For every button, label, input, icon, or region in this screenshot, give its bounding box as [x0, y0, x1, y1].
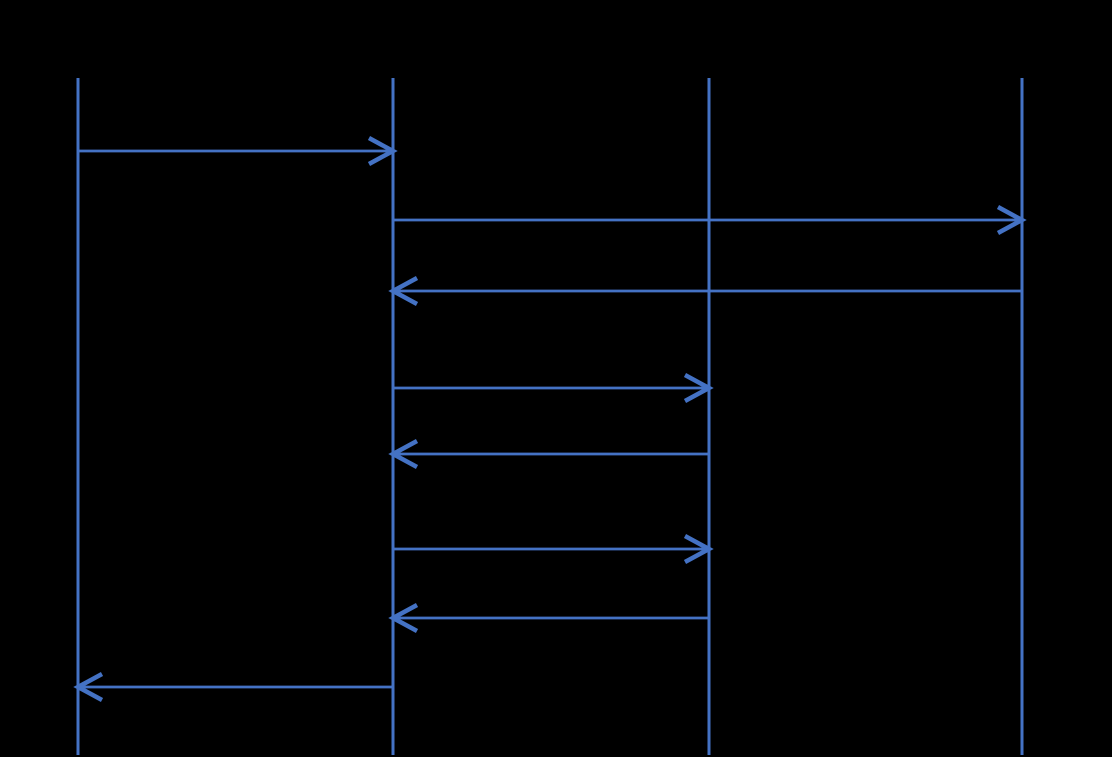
message-1-arrowhead-icon [367, 136, 398, 166]
message-4-arrowhead-icon [683, 373, 714, 403]
message-6-arrowhead-icon [683, 534, 714, 564]
message-7-arrowhead-icon [388, 603, 419, 633]
message-5-arrowhead-icon [388, 439, 419, 469]
message-8 [73, 672, 393, 702]
message-5 [388, 439, 709, 469]
message-3 [388, 276, 1022, 306]
message-2-arrowhead-icon [996, 205, 1027, 235]
message-6 [393, 534, 714, 564]
message-7 [388, 603, 709, 633]
message-1 [78, 136, 398, 166]
message-2 [393, 205, 1027, 235]
message-4 [393, 373, 714, 403]
message-8-arrowhead-icon [73, 672, 104, 702]
message-3-arrowhead-icon [388, 276, 419, 306]
